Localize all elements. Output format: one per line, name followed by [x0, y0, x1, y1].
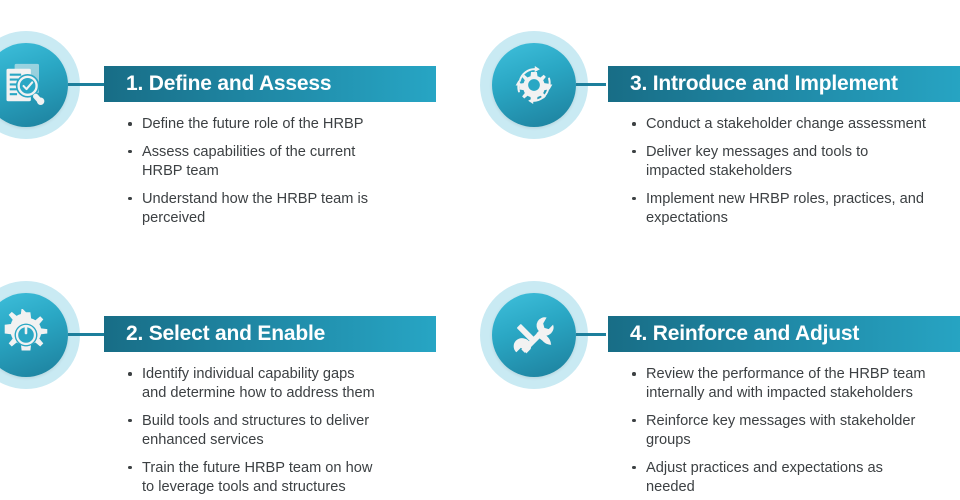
bullet-dot-icon — [632, 372, 636, 376]
bullet-text: Conduct a stakeholder change assessment — [646, 116, 926, 132]
bullet-text: Identify individual capability gaps and … — [142, 366, 375, 401]
bullet-text: Reinforce key messages with stakeholder … — [646, 412, 916, 448]
bullet-dot-icon — [128, 149, 132, 154]
step-2-title-bar: 2. Select and Enable — [104, 316, 436, 352]
step-1-connector — [68, 83, 106, 86]
bullet-dot-icon — [128, 372, 132, 376]
bullet-text: Implement new HRBP roles, practices, and… — [646, 190, 924, 226]
bullet-text: Review the performance of the HRBP team … — [646, 366, 926, 401]
bullet-dot-icon — [128, 196, 132, 201]
bullet-text: Understand how the HRBP team is perceive… — [142, 190, 369, 226]
bullet-dot-icon — [632, 418, 636, 423]
step-1-title-bar: 1. Define and Assess — [104, 66, 436, 102]
list-item: Review the performance of the HRBP team … — [632, 365, 960, 403]
step-3-medallion — [480, 31, 588, 139]
step-3-icon-circle — [492, 43, 576, 127]
step-2-bullet-list: Identify individual capability gaps and … — [128, 365, 438, 500]
step-1-icon-circle — [0, 43, 68, 127]
process-step-2: 2. Select and Enable Identify individual… — [0, 250, 480, 500]
bullet-dot-icon — [128, 418, 132, 423]
process-step-3: 3. Introduce and Implement Conduct a sta… — [480, 0, 960, 250]
gear-cycle-arrows-icon — [515, 65, 553, 105]
step-1-medallion — [0, 31, 80, 139]
list-item: Identify individual capability gaps and … — [128, 365, 438, 403]
list-item: Build tools and structures to deliver en… — [128, 412, 438, 450]
step-2-medallion — [0, 281, 80, 389]
list-item: Define the future role of the HRBP — [128, 115, 438, 134]
bullet-dot-icon — [128, 465, 132, 470]
list-item: Adjust practices and expectations as nee… — [632, 459, 960, 497]
bullet-dot-icon — [632, 149, 636, 154]
bullet-text: Deliver key messages and tools to impact… — [646, 143, 869, 179]
step-3-title: 3. Introduce and Implement — [630, 72, 898, 95]
hammer-wrench-icon — [513, 317, 554, 354]
document-magnifier-check-icon — [6, 63, 45, 105]
step-3-connector — [576, 83, 606, 86]
step-1-bullet-list: Define the future role of the HRBP Asses… — [128, 115, 438, 237]
list-item: Implement new HRBP roles, practices, and… — [632, 190, 960, 228]
bullet-dot-icon — [128, 122, 132, 126]
list-item: Deliver key messages and tools to impact… — [632, 143, 960, 181]
bullet-text: Define the future role of the HRBP — [142, 116, 364, 132]
gear-power-icon — [4, 309, 48, 351]
list-item: Conduct a stakeholder change assessment — [632, 115, 960, 134]
bullet-dot-icon — [632, 196, 636, 201]
bullet-dot-icon — [632, 122, 636, 126]
list-item: Reinforce key messages with stakeholder … — [632, 412, 960, 450]
bullet-text: Adjust practices and expectations as nee… — [646, 459, 883, 495]
process-step-1: 1. Define and Assess Define the future r… — [0, 0, 480, 250]
bullet-text: Assess capabilities of the current HRBP … — [142, 143, 356, 179]
process-step-4: 4. Reinforce and Adjust Review the perfo… — [480, 250, 960, 500]
step-3-title-bar: 3. Introduce and Implement — [608, 66, 960, 102]
step-1-title: 1. Define and Assess — [126, 72, 332, 95]
step-4-connector — [576, 333, 606, 336]
list-item: Understand how the HRBP team is perceive… — [128, 190, 438, 228]
bullet-text: Build tools and structures to deliver en… — [142, 412, 370, 448]
list-item: Assess capabilities of the current HRBP … — [128, 143, 438, 181]
bullet-text: Train the future HRBP team on how to lev… — [142, 459, 373, 495]
step-2-connector — [68, 333, 106, 336]
step-2-title: 2. Select and Enable — [126, 322, 326, 345]
step-4-bullet-list: Review the performance of the HRBP team … — [632, 365, 960, 500]
step-4-icon-circle — [492, 293, 576, 377]
bullet-dot-icon — [632, 465, 636, 470]
step-4-title: 4. Reinforce and Adjust — [630, 322, 860, 345]
list-item: Train the future HRBP team on how to lev… — [128, 459, 438, 497]
step-2-icon-circle — [0, 293, 68, 377]
step-4-medallion — [480, 281, 588, 389]
step-4-title-bar: 4. Reinforce and Adjust — [608, 316, 960, 352]
step-3-bullet-list: Conduct a stakeholder change assessment … — [632, 115, 960, 237]
